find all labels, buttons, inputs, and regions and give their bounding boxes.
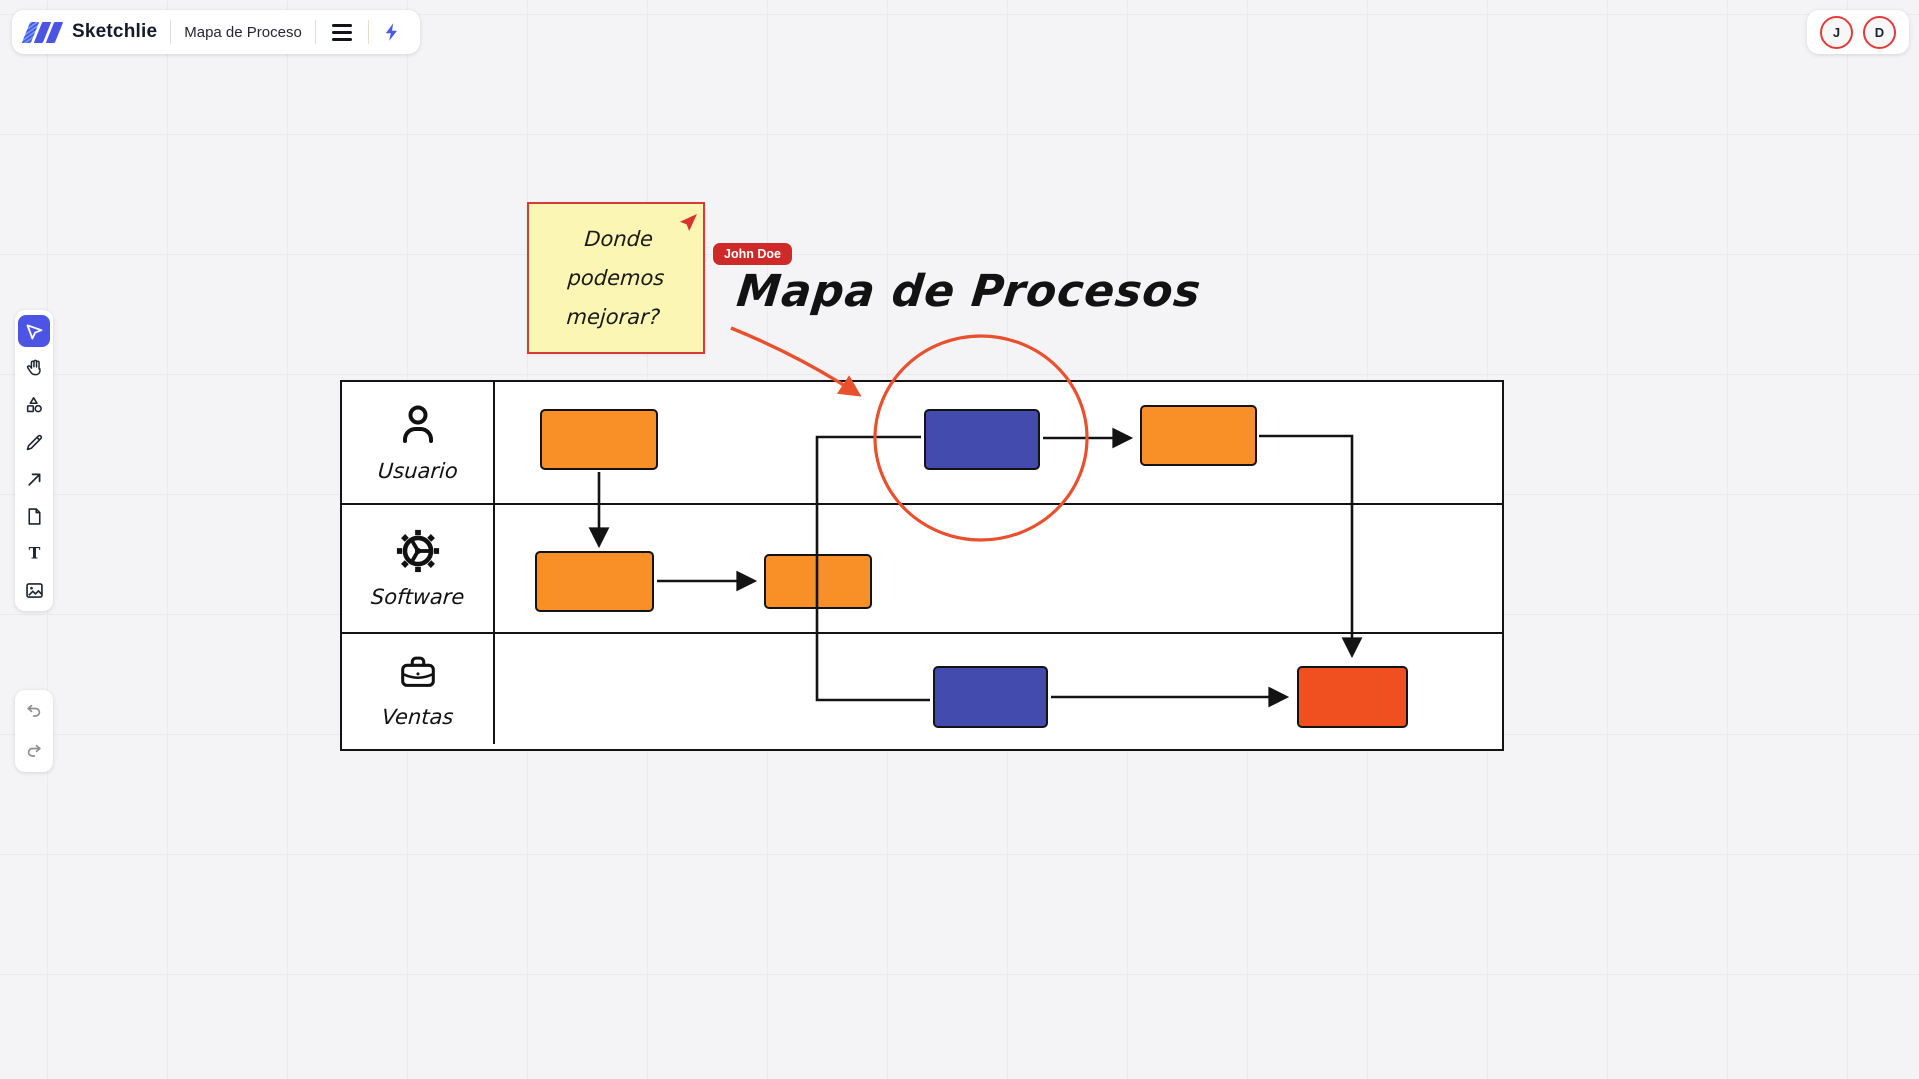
sticky-note[interactable]: Donde podemos mejorar? xyxy=(527,202,705,354)
lane-label: Ventas xyxy=(380,704,455,729)
board-title[interactable]: Mapa de Proceso xyxy=(184,23,302,41)
flow-box-software-right[interactable] xyxy=(764,554,872,609)
lane-label: Usuario xyxy=(376,459,459,483)
draw-tool-button[interactable] xyxy=(18,426,50,458)
lane-usuario-header[interactable]: Usuario xyxy=(342,382,495,503)
history-panel xyxy=(15,690,53,772)
collaborator-name-badge: John Doe xyxy=(713,243,792,265)
briefcase-icon xyxy=(396,650,440,699)
hand-icon xyxy=(24,358,45,379)
tools-panel: T xyxy=(15,310,53,611)
lane-software-header[interactable]: Software xyxy=(342,505,495,632)
flow-box-ventas-end[interactable] xyxy=(1297,666,1408,728)
svg-text:T: T xyxy=(28,543,40,562)
gear-icon xyxy=(395,528,441,579)
arrow-icon xyxy=(24,469,45,490)
app-name: Sketchlie xyxy=(72,21,158,42)
lightning-icon[interactable] xyxy=(382,21,402,43)
text-icon: T xyxy=(24,543,45,564)
divider xyxy=(170,20,172,44)
lane-ventas[interactable]: Ventas xyxy=(342,634,1502,744)
avatar[interactable]: D xyxy=(1863,15,1896,49)
cursor-icon xyxy=(24,321,45,342)
lane-label: Software xyxy=(369,585,466,609)
note-tool-button[interactable] xyxy=(18,500,50,532)
image-tool-button[interactable] xyxy=(18,574,50,606)
shapes-tool-button[interactable] xyxy=(18,389,50,421)
remote-cursor-icon xyxy=(677,211,701,240)
flow-box-usuario-right[interactable] xyxy=(1140,405,1257,466)
redo-button[interactable] xyxy=(18,738,50,764)
user-icon xyxy=(395,402,441,453)
canvas-title-text[interactable]: Mapa de Procesos xyxy=(734,266,1204,317)
app-header: Sketchlie Mapa de Proceso xyxy=(12,10,420,54)
redo-icon xyxy=(24,741,44,761)
divider xyxy=(367,20,369,44)
flow-box-software-left[interactable] xyxy=(535,551,654,612)
lane-usuario[interactable]: Usuario xyxy=(342,382,1502,505)
pencil-icon xyxy=(24,432,45,453)
flow-box-usuario-circled[interactable] xyxy=(924,409,1040,470)
shapes-icon xyxy=(24,395,45,416)
page-icon xyxy=(24,506,45,527)
text-tool-button[interactable]: T xyxy=(18,537,50,569)
divider xyxy=(314,20,316,44)
flow-box-ventas-left[interactable] xyxy=(933,666,1048,728)
arrow-tool-button[interactable] xyxy=(18,463,50,495)
lane-ventas-header[interactable]: Ventas xyxy=(342,634,495,744)
collaborators-panel: J D xyxy=(1807,10,1909,54)
hamburger-icon[interactable] xyxy=(329,21,355,44)
select-tool-button[interactable] xyxy=(18,315,50,347)
undo-icon xyxy=(24,701,44,721)
sketchlie-logo-icon xyxy=(21,21,64,43)
avatar[interactable]: J xyxy=(1820,15,1853,49)
sticky-note-text: Donde podemos mejorar? xyxy=(565,226,666,329)
pan-tool-button[interactable] xyxy=(18,352,50,384)
lane-software[interactable]: Software xyxy=(342,505,1502,634)
undo-button[interactable] xyxy=(18,698,50,724)
image-icon xyxy=(24,580,45,601)
flow-box-usuario-start[interactable] xyxy=(540,409,658,470)
